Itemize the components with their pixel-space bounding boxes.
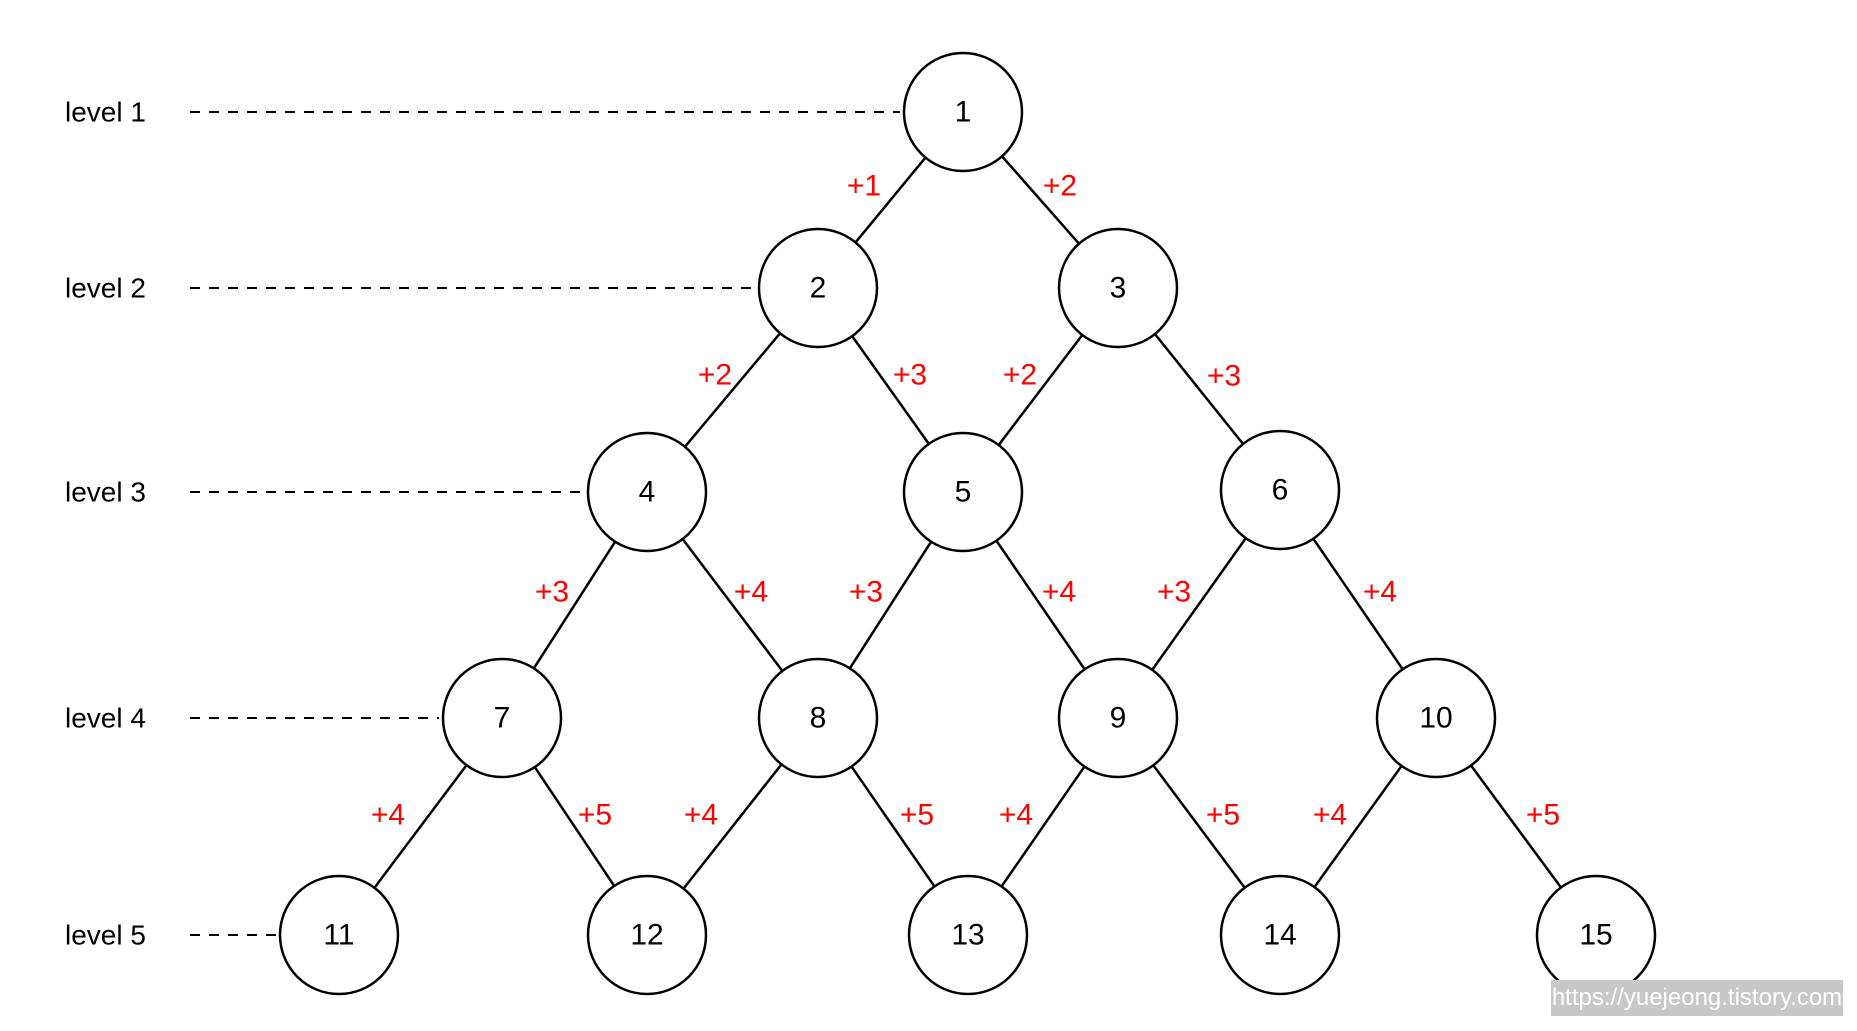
node-4-label: 4: [639, 476, 656, 509]
edge-5-9: [995, 539, 1086, 671]
node-6-circle: [1219, 429, 1341, 551]
edge-label-9-13: +4: [999, 799, 1033, 832]
edge-label-4-7: +3: [535, 576, 569, 609]
node-13-label: 13: [951, 919, 984, 952]
level-label-5: level 5: [65, 920, 146, 951]
edge-7-11: [373, 764, 468, 889]
node-10-circle: [1375, 657, 1497, 779]
edge-label-2-4: +2: [698, 359, 732, 392]
node-14-label: 14: [1263, 919, 1296, 952]
node-5-label: 5: [955, 476, 972, 509]
node-9-label: 9: [1110, 702, 1127, 735]
node-7-label: 7: [494, 702, 511, 735]
level-label-3: level 3: [65, 477, 146, 508]
edge-5-8: [848, 540, 933, 670]
edge-8-12: [682, 763, 783, 890]
node-14-circle: [1219, 874, 1341, 996]
edge-label-1-3: +2: [1043, 170, 1077, 203]
edge-8-13: [850, 765, 936, 888]
edge-1-3: [1001, 155, 1080, 245]
node-12-circle: [586, 874, 708, 996]
edge-label-8-12: +4: [684, 799, 718, 832]
node-4-circle: [586, 431, 708, 553]
edge-label-2-5: +3: [893, 359, 927, 392]
edge-label-9-14: +5: [1206, 799, 1240, 832]
edge-10-15: [1470, 764, 1562, 889]
edge-label-1-2: +1: [847, 170, 881, 203]
edge-label-10-15: +5: [1526, 799, 1560, 832]
edge-label-6-10: +4: [1363, 576, 1397, 609]
node-9-circle: [1057, 657, 1179, 779]
edge-4-7: [532, 540, 617, 670]
edge-4-8: [681, 538, 784, 672]
node-8-label: 8: [810, 702, 827, 735]
edge-label-3-6: +3: [1207, 360, 1241, 393]
edge-9-14: [1152, 764, 1246, 889]
edge-1-2: [854, 156, 927, 244]
node-7-circle: [441, 657, 563, 779]
edge-label-4-8: +4: [734, 576, 768, 609]
node-3-label: 3: [1110, 272, 1127, 305]
node-2-circle: [757, 227, 879, 349]
level-label-1: level 1: [65, 97, 146, 128]
level-label-2: level 2: [65, 273, 146, 304]
node-1-circle: [902, 51, 1024, 173]
edge-label-3-5: +2: [1003, 359, 1037, 392]
edge-6-10: [1312, 537, 1404, 671]
edge-label-5-9: +4: [1042, 576, 1076, 609]
node-2-label: 2: [810, 272, 827, 305]
edge-label-5-8: +3: [849, 576, 883, 609]
node-8-circle: [757, 657, 879, 779]
watermark-url: https://yuejeong.tistory.com: [1551, 980, 1843, 1016]
edge-9-13: [1000, 765, 1086, 888]
edge-2-4: [683, 332, 782, 448]
node-15-label: 15: [1579, 919, 1612, 952]
node-10-label: 10: [1419, 702, 1452, 735]
node-1-label: 1: [955, 96, 972, 129]
edge-6-9: [1151, 537, 1247, 671]
edge-2-5: [851, 335, 930, 445]
edge-10-14: [1313, 765, 1403, 888]
node-5-circle: [902, 431, 1024, 553]
node-3-circle: [1057, 227, 1179, 349]
node-13-circle: [907, 874, 1029, 996]
edge-3-5: [997, 334, 1084, 446]
edge-label-8-13: +5: [900, 799, 934, 832]
edge-3-6: [1153, 333, 1245, 445]
edge-label-6-9: +3: [1157, 576, 1191, 609]
node-11-circle: [278, 874, 400, 996]
node-11-label: 11: [323, 919, 354, 952]
node-12-label: 12: [630, 919, 663, 952]
level-label-4: level 4: [65, 703, 146, 734]
edge-label-7-12: +5: [578, 799, 612, 832]
edge-label-10-14: +4: [1313, 799, 1347, 832]
edge-label-7-11: +4: [371, 799, 405, 832]
node-6-label: 6: [1272, 474, 1289, 507]
edge-7-12: [533, 766, 616, 887]
